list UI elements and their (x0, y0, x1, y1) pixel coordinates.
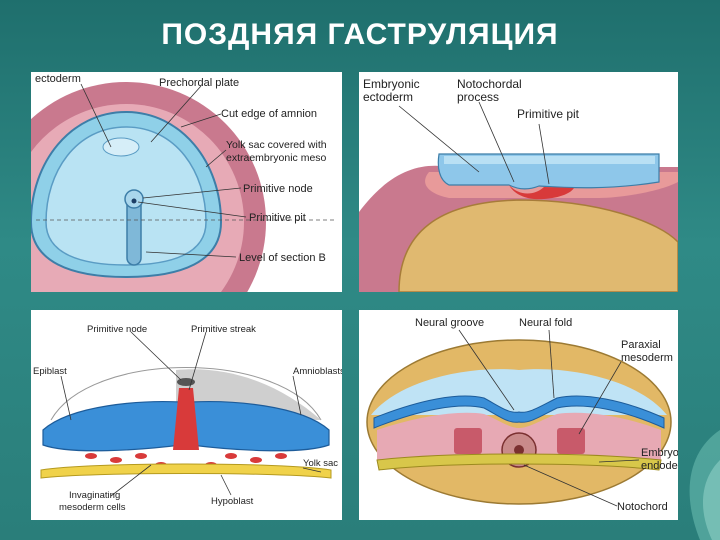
label-paraxial-line2: mesoderm (621, 352, 673, 364)
neural-plate (373, 395, 665, 429)
label-primitive-pit-b: Primitive pit (517, 107, 580, 121)
slide-title: ПОЗДНЯЯ ГАСТРУЛЯЦИЯ (161, 18, 559, 51)
label-neural-fold: Neural fold (519, 317, 572, 329)
neural-groove-diagram: Neural groove Neural fold Paraxial mesod… (366, 317, 678, 513)
label-neural-groove: Neural groove (415, 317, 484, 329)
primitive-streak-cells (173, 388, 199, 450)
label-yolk-sac-line1: Yolk sac covered with (226, 139, 327, 151)
label-hypoblast: Hypoblast (211, 496, 254, 507)
label-primitive-streak: Primitive streak (191, 324, 256, 335)
label-ectoderm: ectoderm (35, 73, 81, 85)
panel-neural-groove-section: Neural groove Neural fold Paraxial mesod… (359, 310, 678, 520)
label-yolk-sac-c: Yolk sac (303, 458, 338, 469)
label-notochord: Notochord (617, 501, 668, 513)
amnion-arc (50, 367, 322, 421)
notochordal-process (509, 185, 574, 200)
label-amnioblasts: Amnioblasts (293, 366, 342, 377)
dorsal-view-diagram: ectoderm Prechordal plate Cut edge of am… (31, 73, 336, 292)
paraxial-mesoderm-right (557, 428, 585, 454)
notochord-center (514, 445, 524, 455)
yolk-sac (398, 199, 678, 292)
label-cut-edge-amnion: Cut edge of amnion (221, 108, 317, 120)
prechordal-plate (102, 137, 140, 157)
leader-lines-c (60, 331, 322, 497)
endoderm-layer (376, 453, 662, 471)
epiblast-left (42, 401, 182, 452)
label-epiblast: Epiblast (33, 366, 67, 377)
label-embryonic-line2: ectoderm (363, 90, 413, 104)
corner-wave-decoration (689, 430, 720, 540)
primitive-pit (131, 198, 137, 204)
label-embryo-endo-line1: Embryo (641, 447, 678, 459)
label-paraxial-line1: Paraxial (621, 339, 661, 351)
label-invaginating-line2: mesoderm cells (59, 502, 126, 513)
sagittal-section-diagram: Embryonic ectoderm Notochordal process P… (359, 77, 678, 292)
label-notochordal-line2: process (457, 90, 499, 104)
leader-lines-d (458, 329, 640, 507)
leader-lines (80, 83, 247, 258)
label-notochordal-line1: Notochordal (457, 77, 522, 91)
hypoblast-layer (40, 463, 332, 479)
label-level-section: Level of section B (239, 252, 326, 264)
amniotic-cavity (444, 156, 655, 164)
label-primitive-node-c: Primitive node (87, 324, 147, 335)
label-invaginating-line1: Invaginating (69, 490, 120, 501)
epiblast-right (190, 401, 330, 452)
panel-dorsal-view: ectoderm Prechordal plate Cut edge of am… (31, 72, 342, 292)
paraxial-mesoderm-left (454, 428, 482, 454)
leader-lines-b (398, 101, 550, 185)
panel-sagittal-section: Embryonic ectoderm Notochordal process P… (359, 72, 678, 292)
label-embryonic-line1: Embryonic (363, 77, 420, 91)
streak-cross-section-diagram: Primitive node Primitive streak Epiblast… (33, 324, 342, 513)
panel-streak-cross-section: Primitive node Primitive streak Epiblast… (31, 310, 342, 520)
label-primitive-node: Primitive node (243, 183, 313, 195)
label-embryo-endo-line2: endode (641, 460, 678, 472)
label-prechordal-plate: Prechordal plate (159, 77, 239, 89)
label-primitive-pit: Primitive pit (249, 212, 306, 224)
label-yolk-sac-line2: extraembryonic meso (226, 152, 327, 164)
